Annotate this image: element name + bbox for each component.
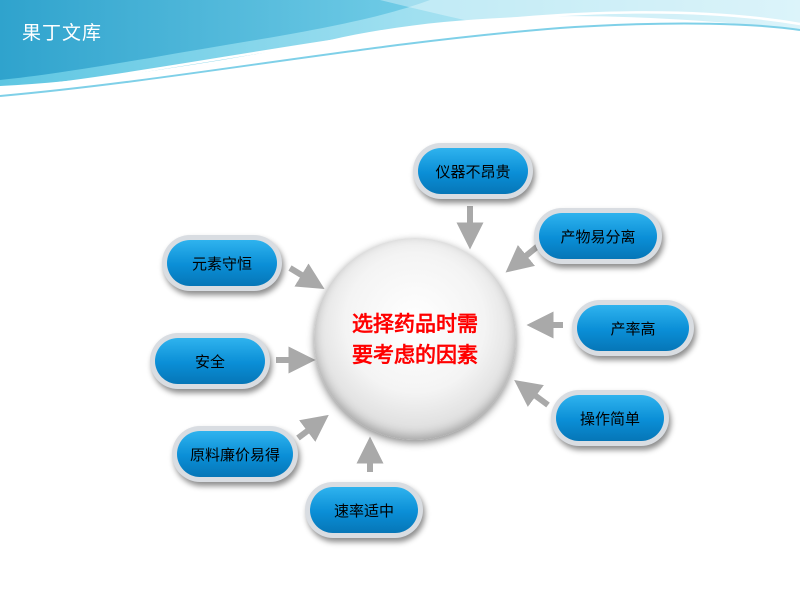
factor-label: 操作简单	[579, 409, 640, 428]
factor-caozuo-node: 操作简单	[551, 390, 669, 446]
factor-yiqi-node: 仪器不昂贵	[413, 143, 533, 199]
factor-label: 产物易分离	[560, 227, 636, 246]
center-topic-line-2: 要考虑的因素	[352, 342, 478, 367]
factor-chanwu-node: 产物易分离	[534, 208, 662, 264]
arrow-from-yuansu	[288, 263, 325, 290]
factor-chanlv-node: 产率高	[572, 300, 694, 356]
factor-anquan-node: 安全	[150, 333, 270, 389]
factor-label: 产率高	[610, 319, 656, 338]
factor-sulv-node: 速率适中	[305, 482, 423, 538]
center-topic-line-1: 选择药品时需	[352, 311, 478, 336]
factor-label: 速率适中	[333, 501, 394, 520]
center-topic-circle: 选择药品时需 要考虑的因素	[314, 238, 516, 440]
factor-label: 原料廉价易得	[189, 445, 280, 464]
center-topic-text: 选择药品时需 要考虑的因素	[330, 308, 500, 370]
arrow-from-yuanliao	[296, 414, 329, 442]
factor-label: 元素守恒	[191, 254, 252, 273]
factor-yuansu-node: 元素守恒	[162, 235, 282, 291]
watermark-text: 果丁文库	[22, 22, 103, 44]
arrow-from-caozuo	[514, 379, 550, 408]
factor-label: 安全	[194, 352, 225, 371]
factor-yuanliao-node: 原料廉价易得	[172, 426, 298, 482]
factor-label: 仪器不昂贵	[435, 162, 511, 181]
arrow-from-chanwu	[505, 243, 540, 273]
header-wave-banner	[0, 0, 800, 97]
